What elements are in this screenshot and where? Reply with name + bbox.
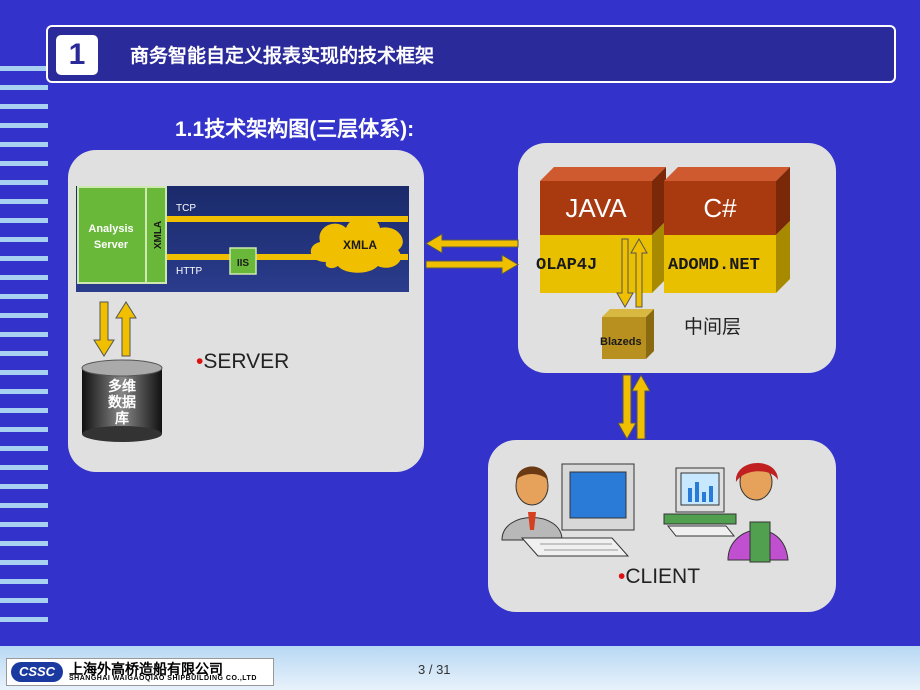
stripe <box>0 313 48 318</box>
adomd-block-front <box>664 235 776 293</box>
stripe <box>0 427 48 432</box>
http-label: HTTP <box>176 266 202 277</box>
stripe <box>0 522 48 527</box>
stripe <box>0 161 48 166</box>
olap-down-arrow <box>616 238 634 309</box>
olap4j-block-side <box>652 221 666 293</box>
olap-up-arrow <box>630 237 648 308</box>
stripe <box>0 446 48 451</box>
stripe <box>0 218 48 223</box>
java-label: JAVA <box>565 193 627 223</box>
stripe <box>0 541 48 546</box>
bullet-icon: • <box>618 565 626 588</box>
blazeds-block-front <box>602 317 646 359</box>
up-arrow <box>631 373 651 440</box>
stripe <box>0 389 48 394</box>
stripe <box>0 465 48 470</box>
csharp-label: C# <box>703 193 737 223</box>
stripe <box>0 370 48 375</box>
company-name-en: SHANGHAI WAIGAOQIAO SHIPBUILDING CO.,LTD <box>69 675 257 682</box>
middle-client-arrows <box>618 373 651 441</box>
server-diagram: Analysis Server XMLA TCP HTTP IIS XMLA <box>76 186 409 442</box>
woman-with-computer-icon <box>663 462 789 563</box>
stripe <box>0 85 48 90</box>
stripe <box>0 294 48 299</box>
blazeds-block-side <box>646 309 654 359</box>
company-name-cn: 上海外高桥造船有限公司 <box>69 661 223 677</box>
stripe <box>0 256 48 261</box>
xmla-vertical-label: XMLA <box>153 221 164 249</box>
database-label: 多维数据库 <box>108 378 136 426</box>
analysis-server-box <box>77 186 147 284</box>
server-middle-arrows <box>425 233 519 275</box>
middle-diagram <box>540 167 790 359</box>
stripe <box>0 579 48 584</box>
xmla-cloud-label: XMLA <box>343 238 377 252</box>
csharp-block-top <box>664 167 790 181</box>
title-bar: 1 商务智能自定义报表实现的技术框架 <box>46 25 896 83</box>
client-illustration <box>501 462 789 563</box>
tcp-arrow <box>158 216 408 222</box>
database-body <box>82 368 162 434</box>
stripe <box>0 142 48 147</box>
down-arrow <box>618 374 637 441</box>
server-up-arrow <box>115 301 137 357</box>
iis-box <box>229 247 257 275</box>
xmla-cloud <box>310 216 403 273</box>
stripe <box>0 237 48 242</box>
server-label-text: SERVER <box>203 350 290 373</box>
stripe <box>0 123 48 128</box>
stripe <box>0 199 48 204</box>
server-down-arrow <box>93 301 115 357</box>
company-logo: CSSC 上海外高桥造船有限公司 SHANGHAI WAIGAOQIAO SHI… <box>6 658 274 686</box>
bullet-icon: • <box>196 350 204 373</box>
stripe <box>0 408 48 413</box>
stripe <box>0 503 48 508</box>
middle-tier-label: 中间层 <box>684 317 742 338</box>
analysis-server-label-2: Server <box>94 239 129 251</box>
blazeds-label: Blazeds <box>600 336 642 348</box>
stripe <box>0 104 48 109</box>
java-block-side <box>652 167 666 235</box>
stripe <box>0 598 48 603</box>
csharp-block-front <box>664 181 776 235</box>
olap4j-label: OLAP4J <box>536 256 598 275</box>
java-block-front <box>540 181 652 235</box>
stripe <box>0 484 48 489</box>
blazeds-block-top <box>602 309 654 317</box>
stripe <box>0 351 48 356</box>
cssc-logo: CSSC <box>11 662 63 682</box>
client-label-text: CLIENT <box>625 565 701 588</box>
page-number: 3 / 31 <box>418 662 451 677</box>
client-label: •CLIENT <box>618 565 700 589</box>
xmla-vertical-box <box>145 186 167 284</box>
csharp-block-side <box>776 167 790 235</box>
adomd-block-side <box>776 221 790 293</box>
java-block-top <box>540 167 666 181</box>
http-arrow <box>158 254 408 260</box>
analysis-server-label-1: Analysis <box>88 223 133 235</box>
stripe <box>0 275 48 280</box>
section-number: 1 <box>56 35 98 75</box>
adomd-label: ADOMD.NET <box>668 256 760 275</box>
server-label: •SERVER <box>196 350 289 374</box>
stripe <box>0 617 48 622</box>
database-top <box>81 359 163 377</box>
iis-label: IIS <box>237 258 250 269</box>
footer: CSSC 上海外高桥造船有限公司 SHANGHAI WAIGAOQIAO SHI… <box>0 646 920 690</box>
database-bottom <box>82 426 162 442</box>
user-with-computer-icon <box>501 463 635 557</box>
decorative-stripes <box>0 58 48 646</box>
tcp-label: TCP <box>176 203 196 214</box>
page-title: 商务智能自定义报表实现的技术框架 <box>130 46 435 67</box>
right-arrow <box>425 254 519 275</box>
diagram-subtitle: 1.1技术架构图(三层体系): <box>175 118 415 141</box>
stripe <box>0 66 48 71</box>
left-arrow <box>425 233 519 254</box>
stripe <box>0 560 48 565</box>
stripe <box>0 332 48 337</box>
stripe <box>0 180 48 185</box>
olap4j-block-front <box>540 235 652 293</box>
